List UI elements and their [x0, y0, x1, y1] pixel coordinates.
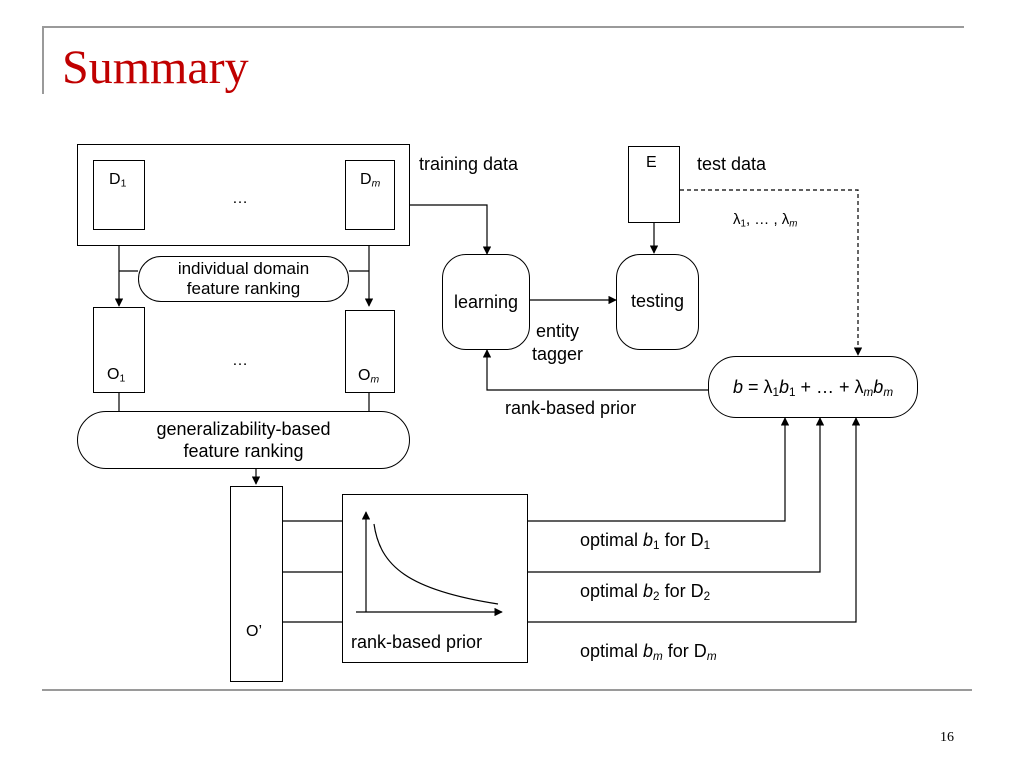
oprime-label: O’ — [246, 623, 262, 640]
domain-dm-box: Dm — [345, 160, 395, 230]
optimal-bm-label: optimal bm for Dm — [580, 641, 717, 663]
individual-ranking-line2: feature ranking — [186, 279, 301, 298]
lambdas-label: λ1, … , λm — [733, 211, 798, 230]
arrow-e-combination-dashed — [680, 189, 863, 356]
arrow-training-learning — [410, 204, 492, 255]
output-om-label: Om — [358, 367, 380, 386]
arrow-combination-learning — [482, 349, 708, 391]
generalizability-line1: generalizability-based — [156, 418, 331, 439]
optimal-b2-label: optimal b2 for D2 — [580, 581, 711, 603]
test-data-label: test data — [697, 154, 767, 174]
plot-decay-curve — [373, 523, 499, 605]
arrow-optimal-bm — [528, 417, 861, 623]
bottom-rule — [42, 689, 972, 691]
domain-d1-box: D1 — [93, 160, 145, 230]
arrow-optimal-b1 — [528, 417, 790, 522]
domain-d1-label: D1 — [109, 171, 127, 190]
rank-based-prior-label: rank-based prior — [505, 398, 637, 418]
test-e-box: E — [628, 146, 680, 223]
arrow-optimal-b2 — [528, 417, 825, 573]
oprime-box: O’ — [230, 486, 283, 682]
testing-node: testing — [616, 254, 699, 350]
learning-node: learning — [442, 254, 530, 350]
left-rule — [42, 26, 44, 94]
domain-dm-label: Dm — [360, 171, 381, 190]
individual-ranking-node: individual domain feature ranking — [138, 256, 349, 302]
prior-function-box: rank-based prior — [342, 494, 528, 663]
ellipsis-domains: … — [232, 190, 248, 207]
entity-tagger-label: entity tagger — [532, 321, 584, 365]
prior-function-label: rank-based prior — [351, 632, 483, 652]
individual-ranking-line1: individual domain — [177, 259, 310, 279]
generalizability-ranking-node: generalizability-based feature ranking — [77, 411, 410, 469]
generalizability-line2: feature ranking — [183, 441, 304, 461]
output-om-box: Om — [345, 310, 395, 393]
top-rule — [42, 26, 964, 28]
ellipsis-outputs: … — [232, 352, 248, 369]
optimal-b1-label: optimal b1 for D1 — [580, 530, 711, 552]
training-data-label: training data — [419, 154, 519, 174]
output-o1-box: O1 — [93, 307, 145, 393]
output-o1-label: O1 — [107, 366, 126, 385]
test-e-label: E — [646, 154, 657, 171]
page-number: 16 — [940, 730, 954, 745]
combination-node: b = λ1b1 + … + λmbm — [708, 356, 918, 418]
slide-title: Summary — [62, 41, 249, 94]
